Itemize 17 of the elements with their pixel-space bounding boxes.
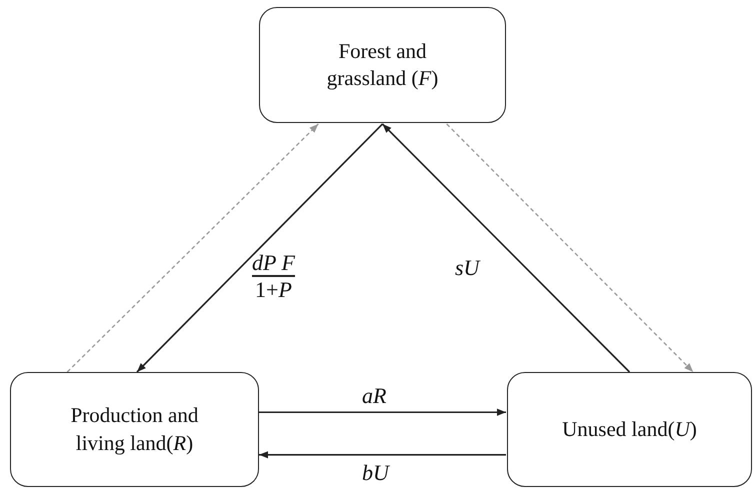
rounded-box [507, 372, 752, 487]
fraction-numerator: dP F [252, 250, 295, 276]
fraction-denominator: 1+P [255, 276, 292, 302]
node-text: Unused land(U) [562, 416, 697, 443]
arrow [446, 124, 694, 372]
rounded-box [259, 7, 506, 123]
arrow [136, 123, 384, 373]
arrow [259, 408, 506, 416]
edge-label: sU [455, 255, 480, 281]
arrow [66, 124, 319, 372]
node-text: Forest and grassland (F) [326, 38, 440, 92]
arrow [259, 451, 506, 458]
edge-label: bU [362, 460, 389, 486]
edge-label: aR [362, 383, 386, 409]
arrow [382, 123, 630, 373]
rounded-box [10, 372, 259, 487]
node-text: Production and living land(R) [70, 402, 200, 456]
